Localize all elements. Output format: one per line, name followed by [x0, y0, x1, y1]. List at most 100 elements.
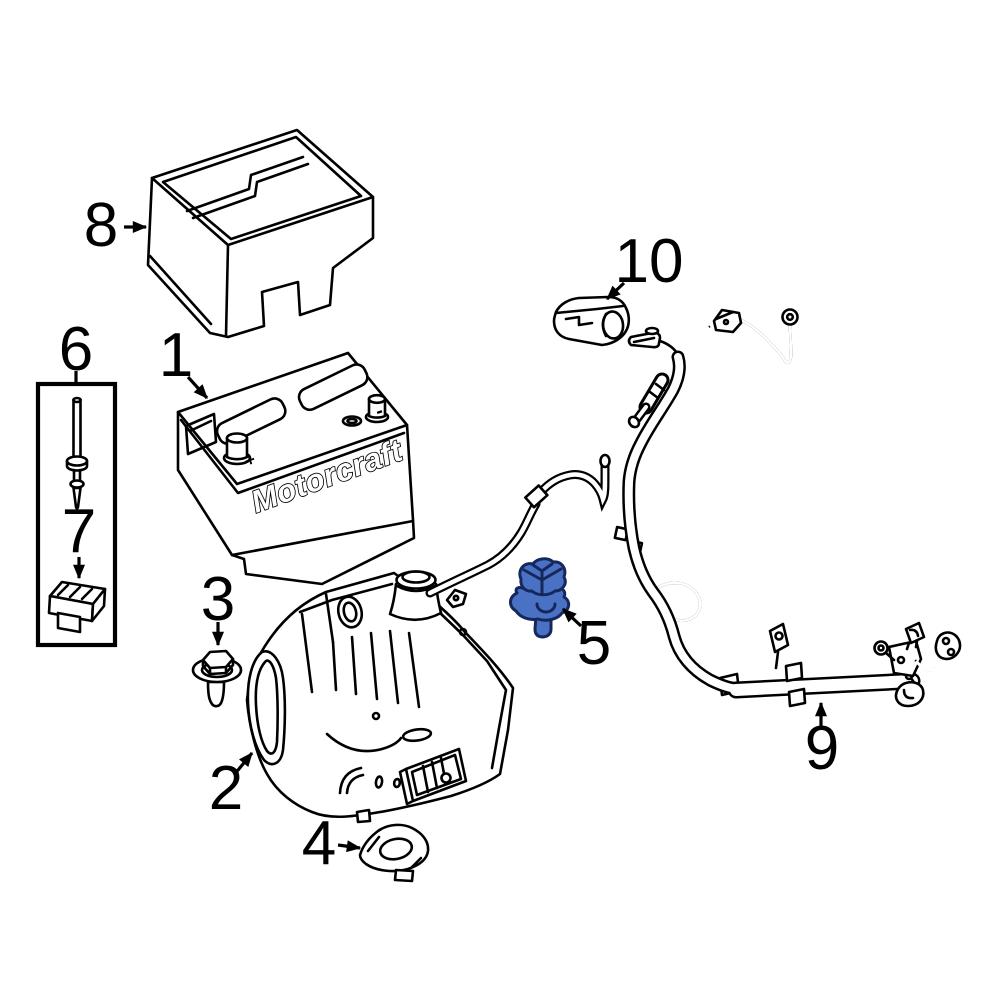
- cable-core: [427, 461, 608, 596]
- terminal-cover-cylinder-arc: [601, 312, 608, 338]
- bolt-shank: [206, 680, 226, 708]
- callout-9-label: 9: [804, 714, 840, 783]
- tray-floor-arc: [325, 732, 403, 753]
- tray-back-ribs: [331, 629, 421, 709]
- harness-flag-inner: [632, 336, 656, 344]
- callout-10-label: 10: [614, 227, 684, 296]
- tray-floor-oval: [401, 727, 433, 743]
- cover-rim-inner: [161, 135, 363, 241]
- callout-4-arrow: [337, 840, 362, 853]
- cluster-body-hole: [896, 655, 906, 665]
- tray-hole-inner: [342, 601, 358, 623]
- tray-cable-clamp: [445, 588, 468, 609]
- vent-grid-band: [398, 767, 415, 806]
- bracket-edge-line: [366, 835, 381, 853]
- tray-floor-dot: [371, 711, 381, 721]
- tray-bottom-tab: [355, 808, 372, 824]
- rod-lower-shaft: [72, 468, 82, 483]
- cover-corner-edge: [224, 243, 230, 338]
- bolt-drawing: [191, 649, 243, 708]
- vent-grid-frame: [404, 747, 468, 803]
- tray-inner-rim: [298, 582, 508, 770]
- clip-collar-smile: [535, 602, 557, 614]
- tray-cable-clamp-hole: [452, 594, 460, 602]
- callout-10-arrow: [605, 281, 626, 301]
- tube-wrap-clip-bottom: [787, 687, 807, 708]
- battery-vent-inner: [346, 417, 358, 425]
- callout-5-arrow: [561, 607, 583, 628]
- tray-loop-bracket: [246, 650, 287, 766]
- cable-harness-drawing: [613, 308, 962, 708]
- cluster-under-hook: [894, 680, 925, 708]
- cluster-head-arc: [908, 628, 920, 638]
- cover-interior-step: [185, 155, 305, 213]
- callout-4-label: 4: [301, 809, 337, 878]
- bracket-drawing: [358, 823, 430, 883]
- battery-cover-drawing: [146, 128, 375, 339]
- cluster-under-hook-inner: [902, 688, 915, 700]
- terminal-cover-drawing: [552, 295, 631, 347]
- fusible-link-bands: [648, 382, 666, 400]
- tray-vent-grid: [398, 747, 468, 806]
- bracket-outline: [358, 823, 430, 873]
- battery-drawing: + - Motorcraft: [176, 351, 416, 586]
- callout-6-label: 6: [58, 315, 94, 384]
- terminal-top-positive: [225, 432, 249, 444]
- positive-cable-drawing: [425, 453, 611, 598]
- harness-connector-top: [714, 310, 735, 321]
- rod-bulge: [69, 479, 85, 489]
- tray-outline: [245, 571, 515, 819]
- rod-collar-side: [65, 459, 89, 472]
- cable-clamp: [523, 484, 549, 509]
- callout-8-label: 8: [83, 191, 119, 260]
- bracket-hole: [378, 837, 414, 861]
- cluster-head: [904, 621, 926, 645]
- cluster-left-ear: [873, 640, 889, 656]
- tray-reservoir: [388, 570, 443, 622]
- harness-flag-cap: [644, 326, 660, 336]
- cluster-left-ear-hole: [877, 644, 885, 652]
- cluster-arm-core: [914, 654, 943, 672]
- trunk-core: [624, 353, 744, 693]
- ring-terminal-hole: [785, 312, 795, 322]
- connector-side-face: [90, 587, 107, 623]
- callout-1-arrow: [186, 375, 209, 400]
- terminal-cover-notch: [564, 315, 594, 327]
- battery-top-rim: [176, 410, 409, 486]
- callout-7-label: 7: [61, 497, 97, 566]
- terminal-post-positive: [225, 436, 249, 461]
- bolt-hex-head: [201, 649, 235, 670]
- horizontal-tube-core: [730, 675, 918, 696]
- tray-slot: [374, 775, 384, 789]
- clip-crown-cross: [522, 562, 563, 595]
- vent-grid-hole: [440, 772, 452, 784]
- cluster-neck-lines: [905, 639, 919, 651]
- battery-tray-drawing: [245, 570, 515, 824]
- tray-slot-2: [392, 777, 402, 789]
- connector-cells: [56, 583, 94, 601]
- bolt-hex-sides: [201, 657, 235, 676]
- connector-tab: [56, 611, 82, 634]
- callout-2-arrow: [232, 751, 254, 777]
- rod-collar: [65, 455, 89, 467]
- battery-silhouette: [176, 351, 416, 586]
- cover-left-lip: [148, 254, 213, 326]
- fusible-link-cap: [627, 415, 641, 429]
- battery-top-pad-right: [297, 363, 369, 412]
- callout-1-label: 1: [158, 321, 194, 390]
- tray-corner-arcs: [338, 766, 365, 795]
- rod-shaft: [72, 398, 82, 460]
- cluster-left-ear-link: [884, 651, 896, 662]
- highlighted-clip-drawing: [509, 557, 571, 639]
- branch-wire-core: [676, 325, 711, 358]
- harness-connector-dot: [722, 318, 730, 326]
- tray-left-inner-wall: [300, 592, 335, 694]
- callout-3-label: 3: [200, 565, 236, 634]
- battery-handle-indent: [184, 412, 218, 456]
- cable-outer: [425, 459, 610, 598]
- retainer-connector-drawing: [47, 580, 107, 634]
- battery-foot-crease: [230, 519, 415, 557]
- callout-2-label: 2: [208, 754, 244, 823]
